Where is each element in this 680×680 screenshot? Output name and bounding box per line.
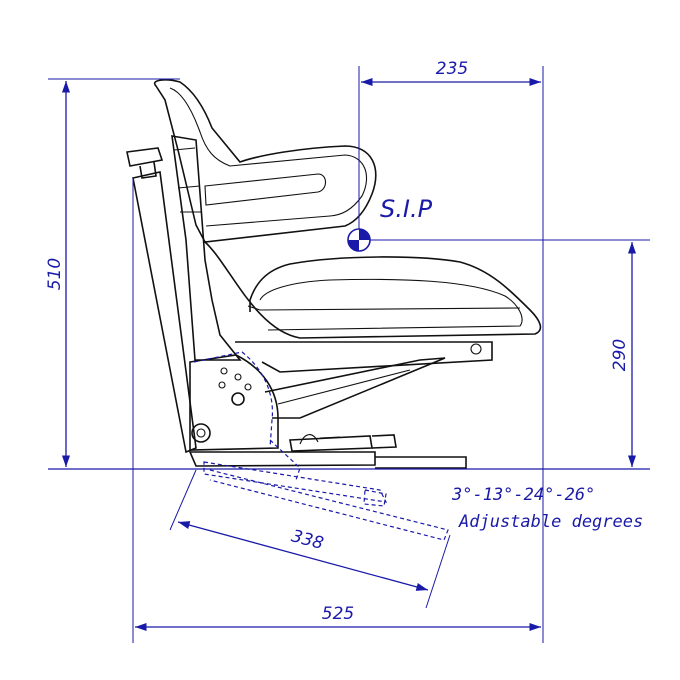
rail-ext-left: [169, 469, 197, 531]
pan-bolt: [470, 343, 482, 355]
slide-base: [375, 456, 467, 469]
adjuster-bolt: [231, 392, 245, 406]
seat-cushion: [204, 241, 542, 339]
tilt-position-dashed: [193, 351, 449, 541]
dim-338-label: 338: [289, 526, 326, 554]
slide-rail: [188, 451, 376, 467]
seat-cushion-inner: [259, 278, 523, 331]
dim-510-label: 510: [45, 258, 65, 290]
lever-handle: [371, 434, 397, 449]
dim-235-label: 235: [436, 59, 468, 79]
sip-label: S.I.P: [380, 195, 433, 223]
suspension-link-inner: [277, 369, 411, 405]
seat-cushion-edge: [247, 305, 521, 311]
angles-label: 3°-13°-24°-26°: [451, 485, 595, 505]
hole-3: [218, 381, 226, 389]
backrest-frame: [171, 135, 242, 361]
dimension-lines: [48, 66, 650, 643]
hole-2: [234, 373, 242, 381]
slide-lever: [289, 435, 373, 452]
dim-338-line: [177, 521, 429, 591]
hole-4: [244, 383, 252, 391]
seat-pan: [235, 341, 493, 373]
dashed-plate: [193, 351, 274, 449]
dim-290-label: 290: [610, 339, 630, 371]
pivot-plate: [189, 354, 279, 451]
dashed-rail-2: [209, 469, 449, 541]
backrest-frame-detail: [173, 147, 202, 213]
pivot-knob: [191, 423, 211, 443]
dim-525-label: 525: [322, 604, 354, 624]
rail-ext-right: [425, 534, 451, 609]
back-post: [132, 171, 197, 454]
hole-1: [220, 367, 228, 375]
dashed-block: [363, 489, 387, 507]
dashed-rail-1: [203, 461, 388, 503]
sip-marker-icon: [347, 228, 371, 252]
top-knob: [126, 147, 164, 179]
lever-cable: [299, 434, 341, 445]
pivot-knob-center: [196, 428, 206, 438]
suspension-link: [264, 357, 446, 419]
seat-outline: [126, 79, 542, 469]
dashed-rail-3: [269, 439, 301, 481]
backrest-inner: [169, 87, 367, 227]
backrest-outer: [153, 79, 377, 243]
adjustable-label: Adjustable degrees: [458, 512, 643, 532]
armrest-slot: [204, 173, 327, 206]
